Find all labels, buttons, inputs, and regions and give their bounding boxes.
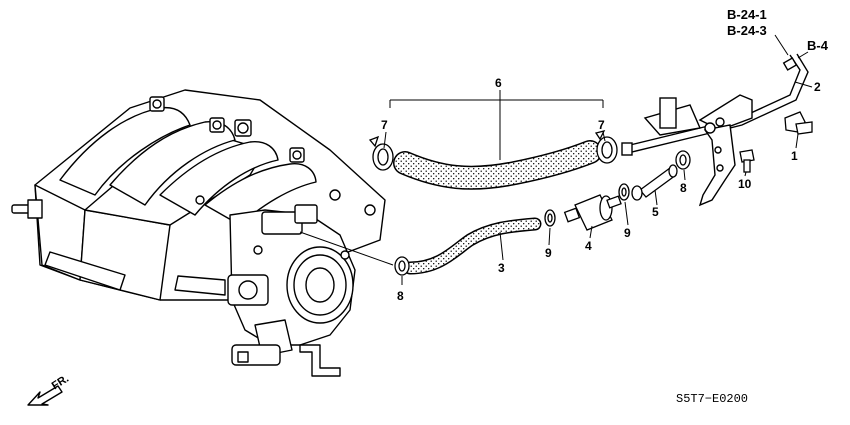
clamp-8-lower [394, 256, 410, 276]
callout-6: 6 [495, 76, 502, 90]
ref-b-24-1: B-24-1 [727, 7, 767, 22]
part-callouts: 6 7 7 8 3 9 4 9 5 8 10 1 2 [381, 76, 821, 303]
bolt-10 [739, 149, 755, 173]
throttle-body [227, 204, 356, 377]
clamp-8-upper [675, 150, 691, 170]
clamp-9-left [544, 209, 556, 227]
hose-6 [393, 140, 602, 190]
ref-b-4: B-4 [807, 38, 829, 53]
clip-1 [784, 111, 813, 135]
clamp-7-right [594, 130, 618, 164]
callout-8-lower: 8 [397, 289, 404, 303]
callout-2: 2 [814, 80, 821, 94]
intake-manifold [11, 89, 386, 301]
callout-8-upper: 8 [680, 181, 687, 195]
callout-4: 4 [585, 239, 592, 253]
clamp-9-right [618, 183, 630, 201]
callout-5: 5 [652, 205, 659, 219]
clamp-7-left [368, 135, 394, 171]
front-direction-arrow: FR. [27, 373, 71, 406]
callout-3: 3 [498, 261, 505, 275]
hose-3 [403, 217, 542, 275]
callout-7-right: 7 [598, 118, 605, 132]
water-pipe-2 [621, 53, 809, 207]
callout-9-right: 9 [624, 226, 631, 240]
callout-10: 10 [738, 177, 752, 191]
hose-5 [631, 164, 678, 201]
callout-1: 1 [791, 149, 798, 163]
valve-4 [563, 194, 622, 231]
reference-labels: B-24-1 B-24-3 B-4 [727, 7, 829, 53]
callout-7-left: 7 [381, 118, 388, 132]
leader-lines [299, 34, 813, 285]
diagram-code: S5T7−E0200 [676, 392, 748, 406]
callout-9-left: 9 [545, 246, 552, 260]
arrow-icon [27, 385, 63, 406]
ref-b-24-3: B-24-3 [727, 23, 767, 38]
